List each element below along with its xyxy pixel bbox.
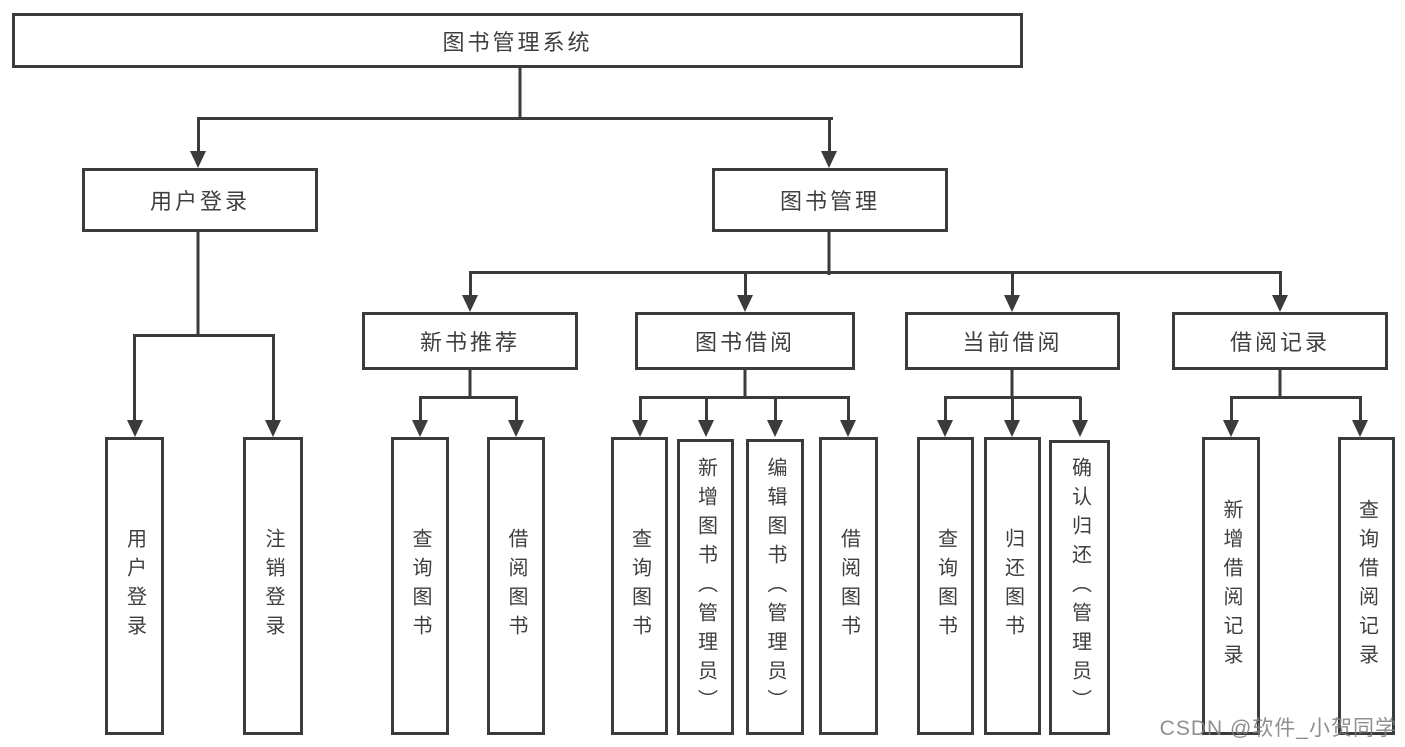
leaf-query-book-3: 查询图书 [917, 437, 974, 735]
connector-line [196, 231, 200, 337]
connector-line [468, 370, 472, 399]
arrow-down-icon [1004, 397, 1020, 437]
connector-line [1010, 370, 1014, 399]
connector-line [133, 334, 275, 337]
leaf-query-book-2: 查询图书 [611, 437, 668, 735]
arrow-down-icon [265, 335, 281, 437]
arrow-down-icon [937, 397, 953, 437]
leaf-return-book: 归还图书 [984, 437, 1041, 735]
arrow-down-icon [1223, 397, 1239, 437]
leaf-edit-book-admin: 编辑图书（管理员） [746, 439, 804, 735]
arrow-down-icon [1072, 397, 1088, 437]
node-book-management: 图书管理 [712, 168, 948, 232]
leaf-query-book-1: 查询图书 [391, 437, 449, 735]
watermark: CSDN @软件_小贺同学 [1159, 717, 1397, 740]
node-current-borrow: 当前借阅 [905, 312, 1120, 370]
leaf-borrow-book-1: 借阅图书 [487, 437, 545, 735]
connector-line [518, 68, 522, 120]
arrow-down-icon [767, 397, 783, 437]
leaf-borrow-book-2: 借阅图书 [819, 437, 878, 735]
arrow-down-icon [821, 118, 837, 168]
leaf-add-book-admin: 新增图书（管理员） [677, 439, 734, 735]
arrow-down-icon [462, 272, 478, 312]
arrow-down-icon [1004, 272, 1020, 312]
arrow-down-icon [840, 397, 856, 437]
connector-line [1278, 370, 1282, 399]
leaf-add-borrow-record: 新增借阅记录 [1202, 437, 1260, 735]
arrow-down-icon [190, 118, 206, 168]
arrow-down-icon [1352, 397, 1368, 437]
arrow-down-icon [737, 272, 753, 312]
connector-line [196, 117, 833, 120]
node-borrow-records: 借阅记录 [1172, 312, 1388, 370]
node-user-login: 用户登录 [82, 168, 318, 232]
arrow-down-icon [412, 397, 428, 437]
connector-line [468, 271, 1282, 274]
node-book-borrow: 图书借阅 [635, 312, 855, 370]
arrow-down-icon [508, 397, 524, 437]
connector-line [1229, 396, 1362, 399]
arrow-down-icon [698, 397, 714, 437]
node-new-book-recommend: 新书推荐 [362, 312, 578, 370]
node-root: 图书管理系统 [12, 13, 1023, 68]
connector-line [743, 370, 747, 399]
leaf-confirm-return-admin: 确认归还（管理员） [1049, 440, 1110, 735]
connector-line [827, 231, 831, 275]
arrow-down-icon [1272, 272, 1288, 312]
leaf-logout: 注销登录 [243, 437, 303, 735]
connector-line [418, 396, 518, 399]
leaf-user-login: 用户登录 [105, 437, 164, 735]
leaf-query-borrow-record: 查询借阅记录 [1338, 437, 1395, 735]
arrow-down-icon [126, 335, 143, 437]
arrow-down-icon [632, 397, 648, 437]
connector-line [638, 396, 850, 399]
